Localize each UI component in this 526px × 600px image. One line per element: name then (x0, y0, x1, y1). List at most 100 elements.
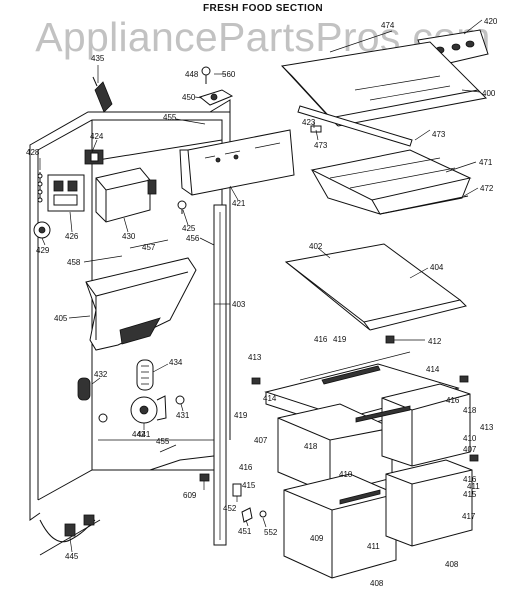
screw-448 (201, 66, 211, 84)
label-416-b: 416 (446, 396, 460, 405)
label-421: 421 (232, 199, 246, 208)
label-452: 452 (223, 504, 237, 513)
label-418-a: 418 (304, 442, 318, 451)
label-455-a: 455 (163, 113, 177, 122)
clips-413 (251, 375, 479, 462)
rail-472 (379, 195, 469, 215)
label-442: 442 (132, 430, 146, 439)
label-423: 423 (302, 118, 316, 127)
label-412: 412 (428, 337, 442, 346)
label-411-a: 411 (367, 542, 380, 551)
label-416-c: 416 (239, 463, 253, 472)
label-441: 441 (137, 430, 151, 439)
label-403: 403 (232, 300, 246, 309)
label-415-a: 415 (242, 481, 256, 490)
label-435: 435 (91, 54, 105, 63)
label-413-a: 413 (248, 353, 262, 362)
label-456: 456 (186, 234, 200, 243)
fan-442 (130, 395, 167, 424)
shelf-404 (284, 243, 467, 331)
label-405: 405 (54, 314, 68, 323)
harness-445 (39, 514, 96, 543)
label-428: 428 (26, 148, 40, 157)
label-474: 474 (381, 21, 395, 30)
label-408-a: 408 (370, 579, 384, 588)
label-410-b: 410 (463, 434, 477, 443)
label-408-b: 408 (445, 560, 459, 569)
label-560: 560 (222, 70, 236, 79)
switch-424 (84, 149, 104, 165)
label-414-a: 414 (426, 365, 440, 374)
diagram-title: FRESH FOOD SECTION (203, 3, 323, 14)
pan-408-right (385, 459, 473, 547)
light-434 (136, 359, 154, 391)
label-414-b: 414 (263, 394, 277, 403)
label-429: 429 (36, 246, 50, 255)
label-473-a: 473 (432, 130, 446, 139)
screw-552 (259, 510, 267, 518)
label-415-b: 415 (463, 490, 477, 499)
rail-403 (213, 204, 227, 546)
label-410-a: 410 (339, 470, 353, 479)
label-407-b: 407 (463, 445, 477, 454)
slides-416 (321, 365, 411, 505)
label-420: 420 (484, 17, 498, 26)
cover-405 (85, 257, 197, 351)
thermostat-426 (47, 174, 85, 212)
label-409: 409 (310, 534, 324, 543)
knob-429 (33, 221, 51, 239)
shelf-400 (281, 41, 488, 127)
pan-410-right (381, 383, 471, 467)
screw-441 (175, 395, 185, 405)
label-402: 402 (309, 242, 323, 251)
label-432: 432 (94, 370, 108, 379)
label-457: 457 (142, 243, 156, 252)
leader-lines (39, 19, 483, 553)
label-552: 552 (264, 528, 278, 537)
label-425: 425 (182, 224, 196, 233)
clip-451 (241, 507, 253, 523)
label-445: 445 (65, 552, 79, 561)
label-451: 451 (238, 527, 252, 536)
screw-423 (310, 125, 322, 133)
label-448: 448 (185, 70, 199, 79)
label-431: 431 (176, 411, 190, 420)
label-419-a: 419 (333, 335, 347, 344)
label-400: 400 (482, 89, 496, 98)
label-407-a: 407 (254, 436, 268, 445)
bracket-435 (92, 76, 113, 113)
clip-412 (385, 335, 395, 344)
lens-432 (77, 377, 108, 423)
clip-609 (199, 473, 210, 482)
clips-428 (37, 172, 43, 203)
label-472: 472 (480, 184, 494, 193)
label-411-b: 411 (467, 482, 480, 491)
part-labels: 400 402 403 404 405 407 407 408 408 409 … (26, 17, 498, 588)
label-413-b: 413 (480, 423, 494, 432)
control-panel-421 (179, 129, 295, 196)
label-430: 430 (122, 232, 136, 241)
label-473-b: 473 (314, 141, 328, 150)
bracket-450 (198, 89, 234, 106)
label-455-b: 455 (156, 437, 170, 446)
label-434: 434 (169, 358, 183, 367)
pan-408-left (283, 473, 397, 579)
label-419-b: 419 (234, 411, 248, 420)
label-458: 458 (67, 258, 81, 267)
label-416-d: 416 (463, 475, 477, 484)
label-471: 471 (479, 158, 493, 167)
support-473 (297, 105, 413, 147)
label-426: 426 (65, 232, 79, 241)
label-418-b: 418 (463, 406, 477, 415)
housing-430 (95, 167, 157, 223)
label-424: 424 (90, 132, 104, 141)
label-417: 417 (462, 512, 476, 521)
label-609: 609 (183, 491, 197, 500)
crisper-471 (310, 149, 472, 215)
label-404: 404 (430, 263, 444, 272)
label-450: 450 (182, 93, 196, 102)
screw-425 (177, 200, 187, 214)
bracket-452 (232, 483, 242, 497)
label-416-a: 416 (314, 335, 328, 344)
